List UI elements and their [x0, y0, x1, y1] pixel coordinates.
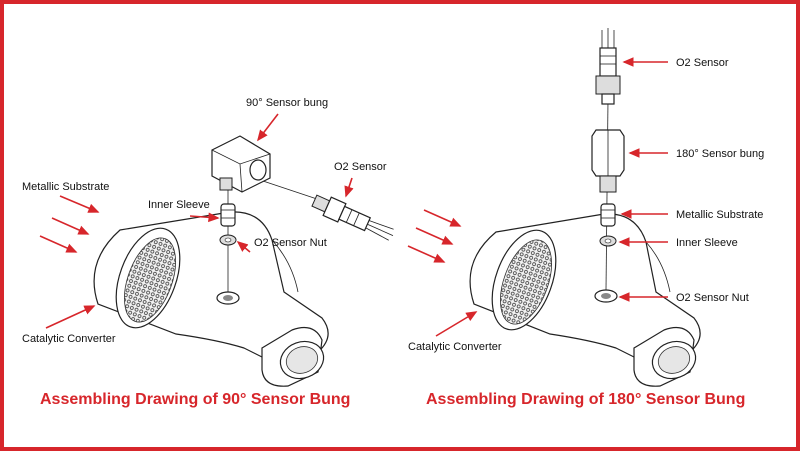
right-inner-sleeve-label: Inner Sleeve: [676, 237, 738, 249]
left-bung-label: 90° Sensor bung: [246, 97, 328, 109]
left-o2-sensor-label: O2 Sensor: [334, 161, 387, 173]
right-bung-label: 180° Sensor bung: [676, 148, 764, 160]
right-metallic-substrate-label: Metallic Substrate: [676, 209, 763, 221]
left-flow-arrows: [39, 195, 100, 253]
left-catalytic-converter-label: Catalytic Converter: [22, 333, 116, 345]
right-sensor-parts-drawing: [591, 28, 625, 291]
right-leader-arrows: [435, 57, 668, 337]
right-catalytic-converter-drawing: [469, 213, 701, 387]
left-o2-sensor-nut-label: O2 Sensor Nut: [254, 237, 327, 249]
left-leader-arrows: [45, 113, 354, 329]
left-inner-sleeve-label: Inner Sleeve: [148, 199, 210, 211]
left-assembly: 90° Sensor bung O2 Sensor Metallic Subst…: [22, 97, 394, 408]
right-assembly: O2 Sensor 180° Sensor bung Metallic Subs…: [407, 28, 764, 408]
right-o2-sensor-label: O2 Sensor: [676, 57, 729, 69]
right-title: Assembling Drawing of 180° Sensor Bung: [426, 391, 745, 408]
left-sensor-parts-drawing: [211, 135, 394, 292]
left-catalytic-converter-drawing: [93, 211, 329, 387]
right-flow-arrows: [407, 209, 462, 263]
left-metallic-substrate-label: Metallic Substrate: [22, 181, 109, 193]
right-catalytic-converter-label: Catalytic Converter: [408, 341, 502, 353]
right-o2-sensor-nut-label: O2 Sensor Nut: [676, 292, 749, 304]
left-title: Assembling Drawing of 90° Sensor Bung: [40, 391, 350, 408]
